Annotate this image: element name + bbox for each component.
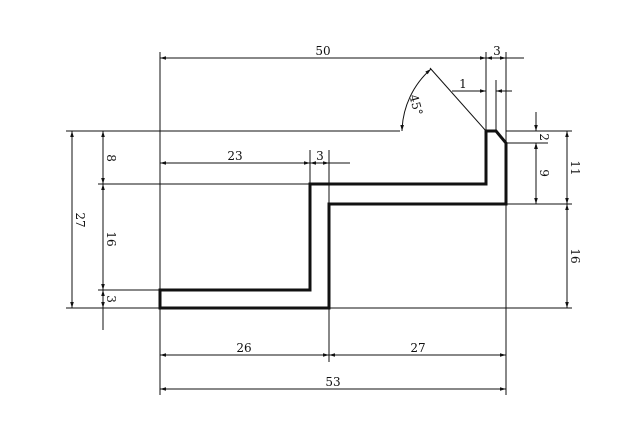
dim-text-bottom-overall: 53 bbox=[325, 375, 340, 389]
extension-lines bbox=[66, 52, 572, 395]
dim-text-left-upper: 8 bbox=[104, 154, 118, 162]
dim-text-top-right-small: 3 bbox=[493, 44, 501, 58]
profile-outline bbox=[158, 129, 508, 310]
dim-text-right-lower: 16 bbox=[568, 248, 582, 263]
dim-text-top-overall: 50 bbox=[315, 44, 330, 58]
dim-text-bottom-right: 27 bbox=[410, 341, 425, 355]
dim-text-chamfer-angle: 45° bbox=[406, 93, 425, 117]
dim-text-left-total: 27 bbox=[73, 212, 87, 227]
dim-text-inner-width: 23 bbox=[227, 149, 242, 163]
dim-arc-chamfer-angle bbox=[400, 68, 432, 132]
dim-text-left-bottom: 3 bbox=[104, 295, 118, 303]
dim-text-inner-wall: 3 bbox=[316, 149, 324, 163]
dim-text-right-total: 11 bbox=[568, 160, 582, 175]
dim-text-right-step: 9 bbox=[537, 169, 551, 177]
dim-text-chamfer-offset: 1 bbox=[459, 77, 467, 91]
dim-text-right-chamfer: 2 bbox=[537, 133, 551, 141]
dim-text-left-middle: 16 bbox=[104, 231, 118, 246]
dim-text-bottom-left: 26 bbox=[236, 341, 251, 355]
